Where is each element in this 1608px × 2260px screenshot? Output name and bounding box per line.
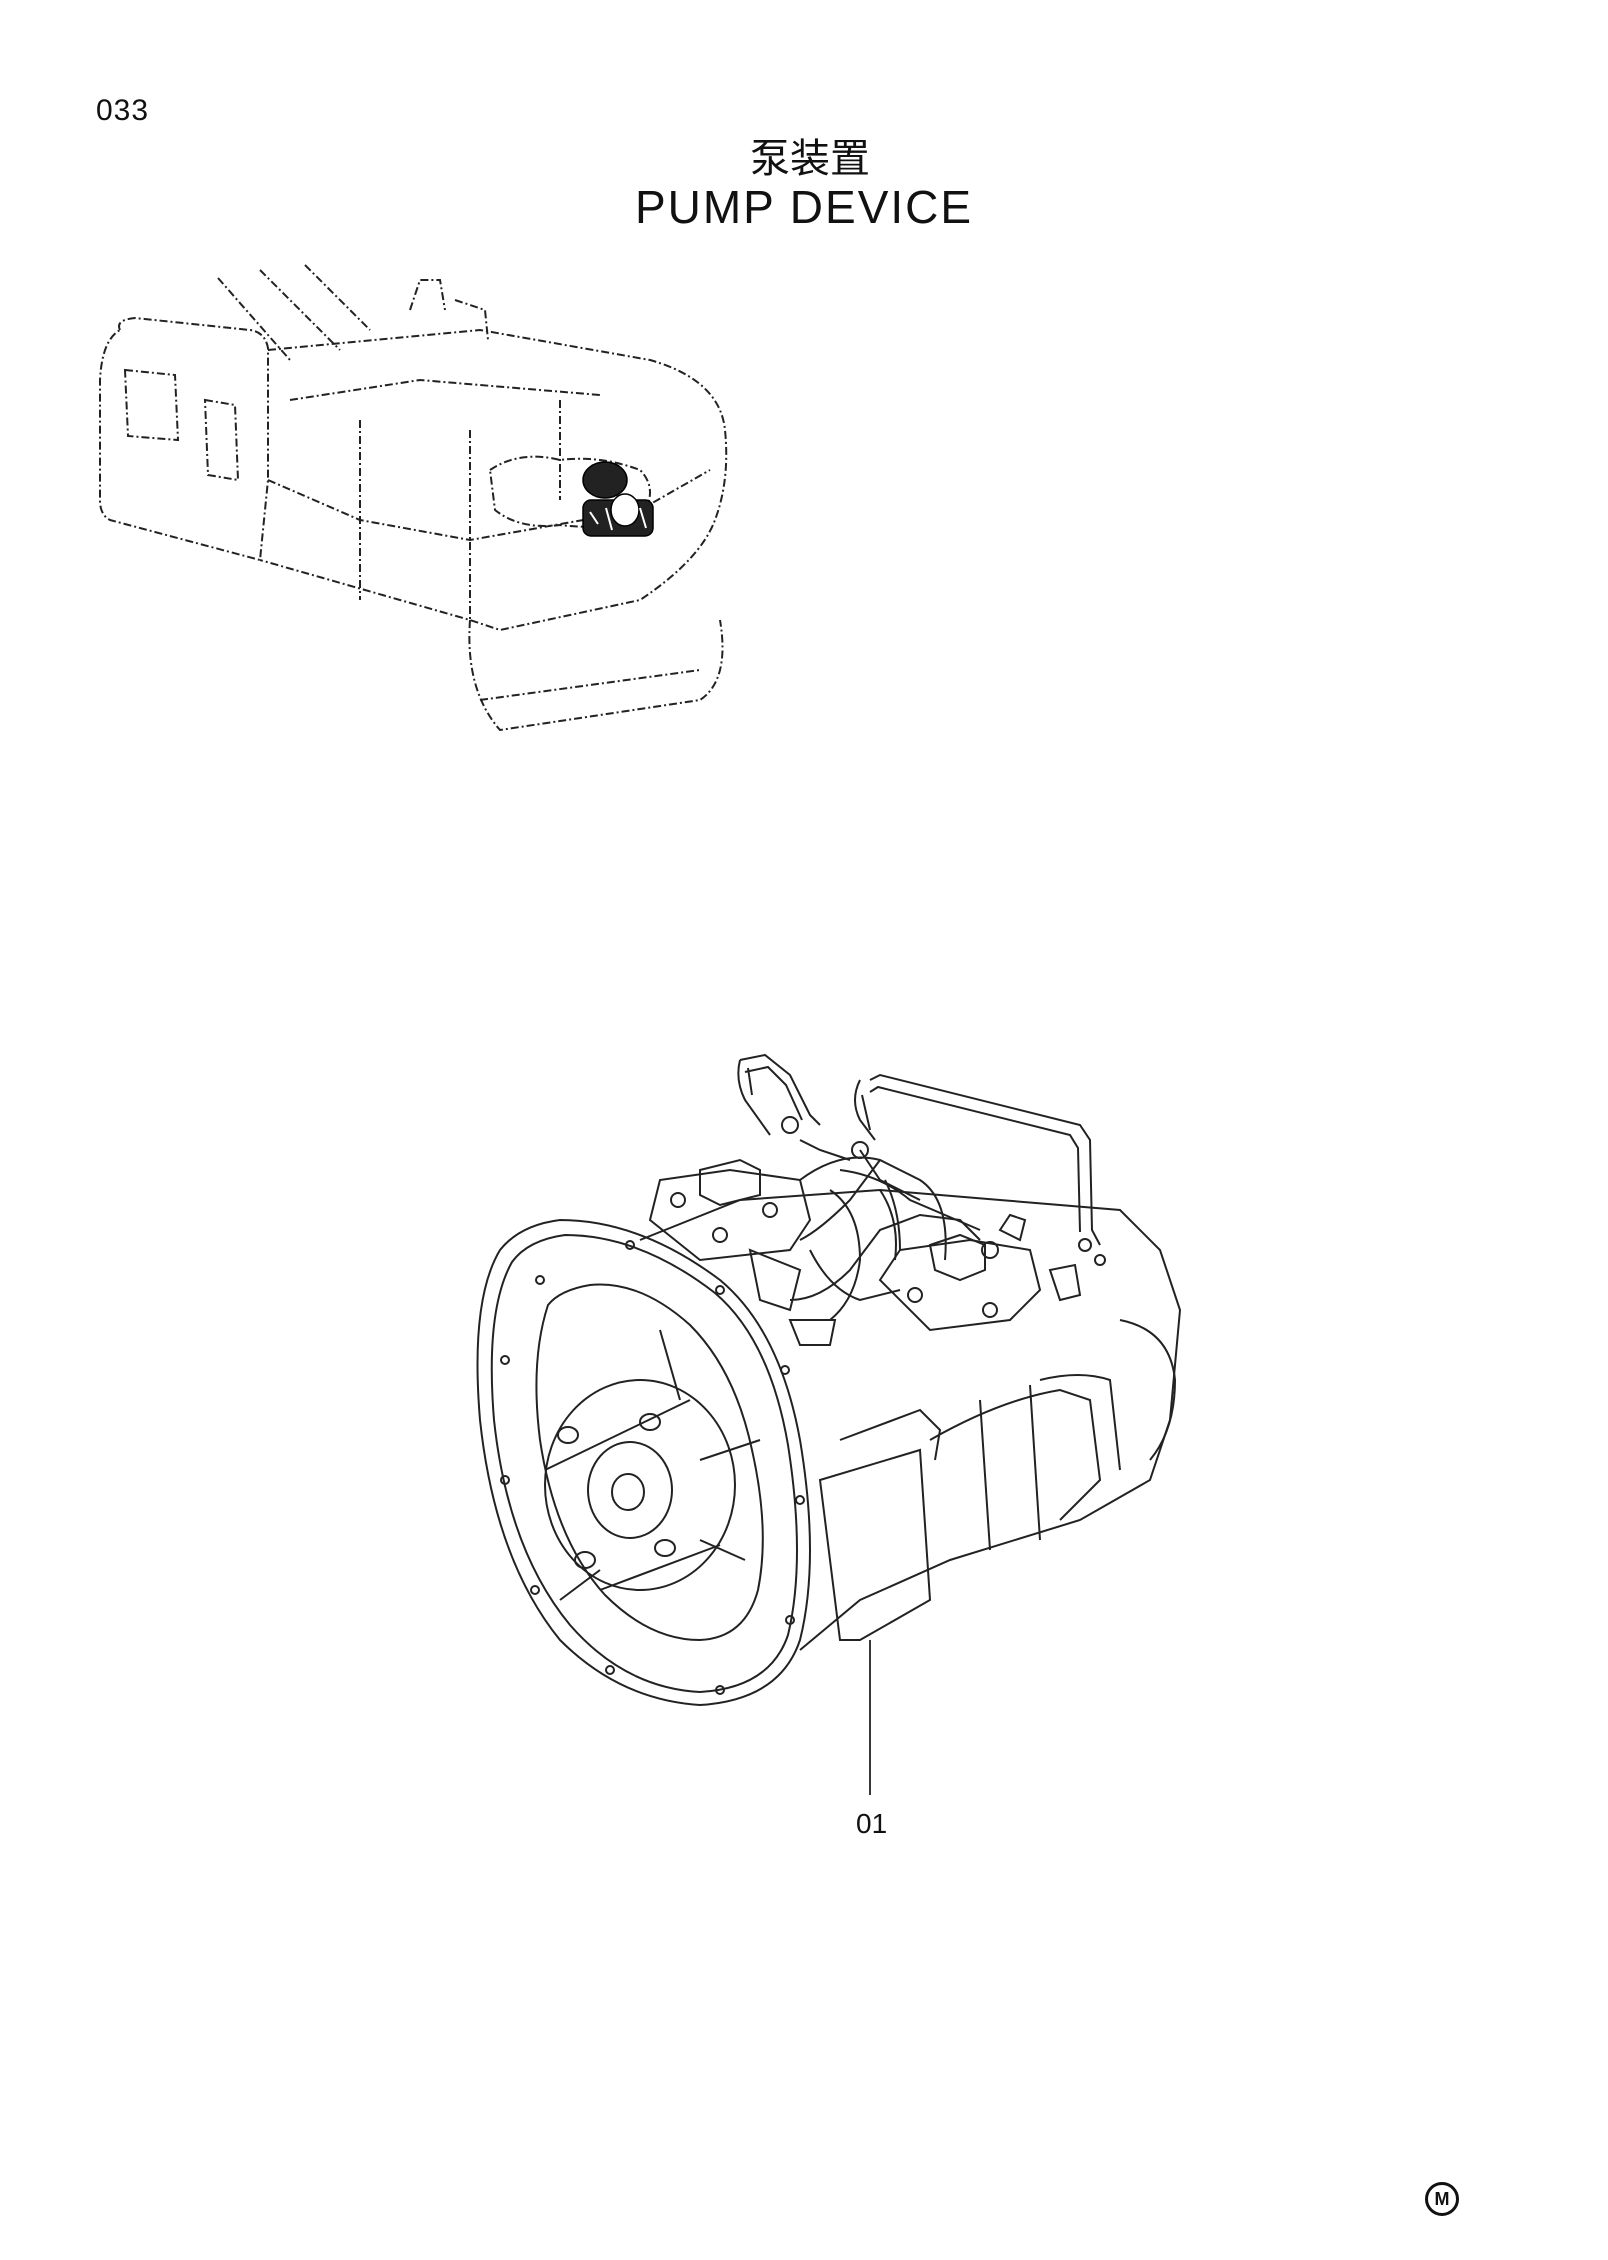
- page-title-chinese: 泵装置: [750, 136, 870, 182]
- page-number: 033: [96, 94, 150, 127]
- page-title-english: PUMP DEVICE: [634, 181, 974, 233]
- part-reference-label: 01: [856, 1808, 888, 1839]
- m-mark-icon: M: [1425, 2182, 1459, 2216]
